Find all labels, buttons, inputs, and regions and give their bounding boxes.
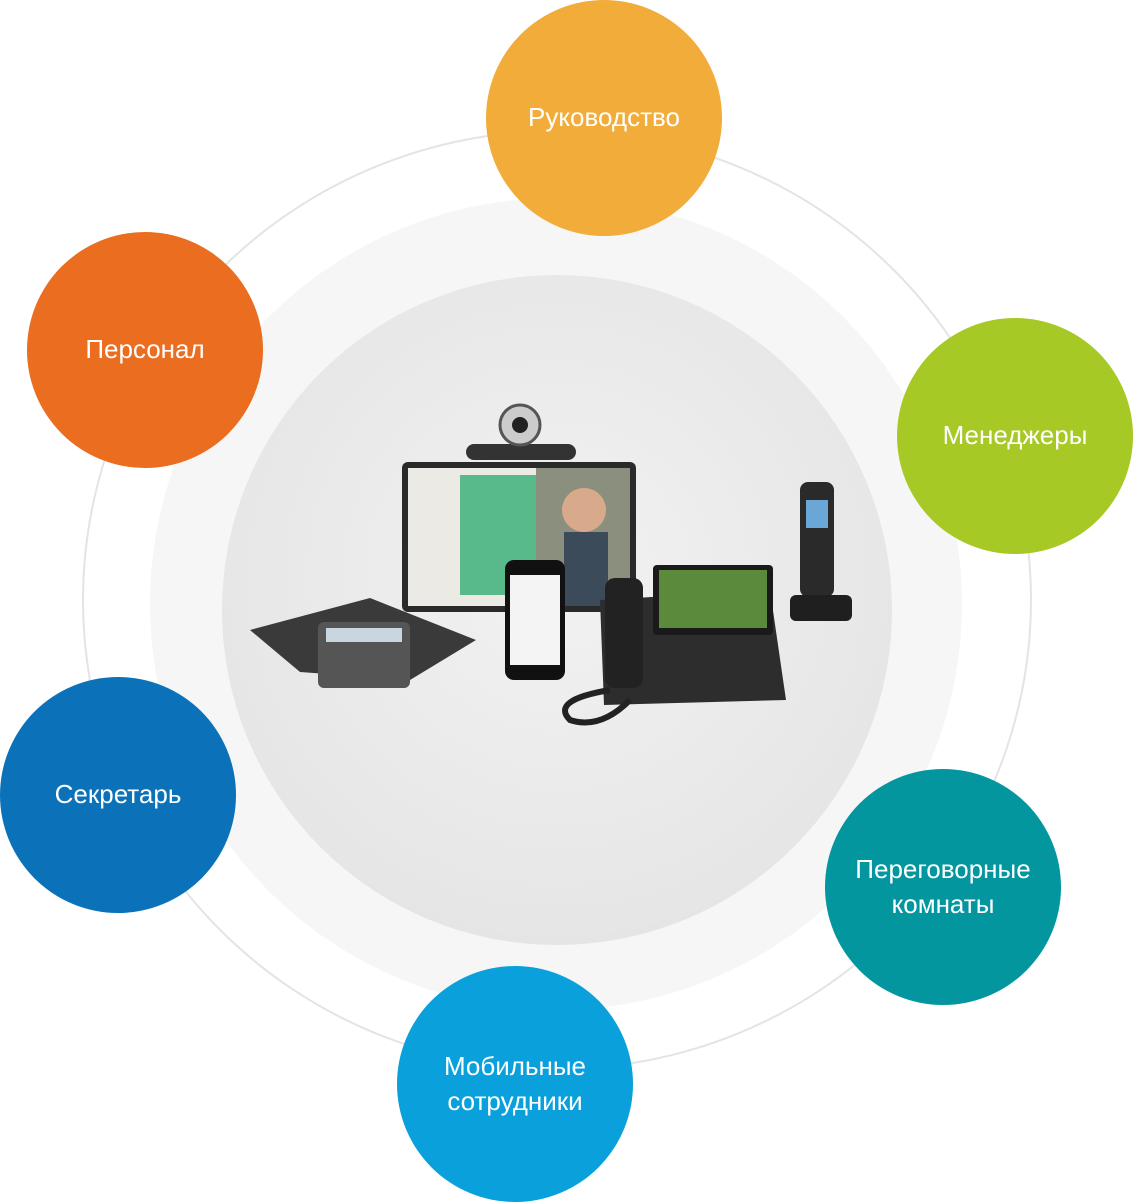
dect-handset [790,482,852,621]
node-meeting-rooms: Переговорные комнаты [825,769,1061,1005]
node-secretary: Секретарь [0,677,236,913]
node-label: Мобильные сотрудники [443,1050,587,1116]
node-mobile-staff: Мобильные сотрудники [397,966,633,1202]
node-management: Руководство [486,0,722,236]
monitor [402,462,636,612]
node-label: Секретарь [54,779,182,810]
node-label: Руководство [528,102,680,133]
node-managers: Менеджеры [897,318,1133,554]
node-label: Персонал [85,334,205,365]
smartphone [505,560,565,680]
desk-phone [562,565,786,726]
node-staff: Персонал [27,232,263,468]
node-label: Менеджеры [942,420,1088,451]
node-label: Переговорные комнаты [855,853,1031,919]
camera [466,403,576,460]
conference-phone [250,598,476,688]
